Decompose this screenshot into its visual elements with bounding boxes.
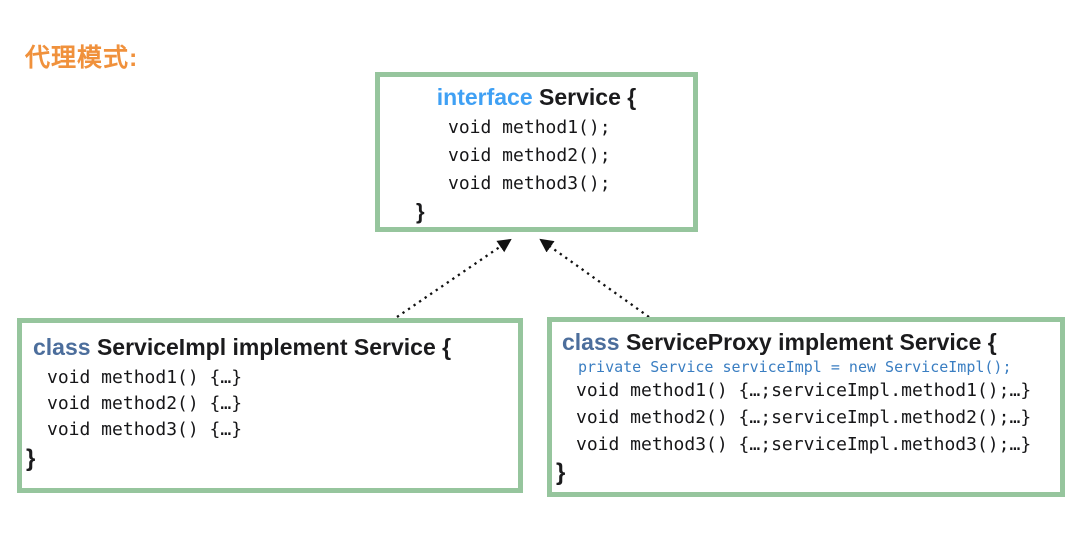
proxy-method-list: void method1() {…;serviceImpl.method1();… xyxy=(552,377,1060,458)
impl-box-title: class ServiceImpl implement Service { xyxy=(22,333,518,362)
method-line: void method3() {…;serviceImpl.method3();… xyxy=(576,434,1032,455)
method-line: void method1(); xyxy=(448,117,611,138)
proxy-declaration: ServiceProxy implement Service { xyxy=(625,329,997,355)
closing-brace: } xyxy=(556,459,566,486)
interface-keyword: interface xyxy=(436,84,533,110)
interface-declaration: Service { xyxy=(539,84,637,110)
proxy-box-title: class ServiceProxy implement Service { xyxy=(552,328,1060,357)
service-proxy-box: class ServiceProxy implement Service { p… xyxy=(547,317,1065,497)
impl-declaration: ServiceImpl implement Service { xyxy=(96,334,452,360)
class-keyword: class xyxy=(562,329,620,355)
method-line: void method1() {…} xyxy=(47,367,243,388)
interface-method-list: void method1(); void method2(); void met… xyxy=(380,114,693,198)
method-line: void method1() {…;serviceImpl.method1();… xyxy=(576,380,1032,401)
implements-arrow-impl-to-service xyxy=(396,238,512,318)
service-impl-box: class ServiceImpl implement Service { vo… xyxy=(17,318,523,493)
interface-box-title: interface Service { xyxy=(380,83,693,112)
closing-brace: } xyxy=(416,199,425,224)
impl-method-list: void method1() {…} void method2() {…} vo… xyxy=(22,365,518,443)
method-line: void method3() {…} xyxy=(47,419,243,440)
closing-brace: } xyxy=(26,445,36,472)
method-line: void method2() {…} xyxy=(47,393,243,414)
method-line: void method3(); xyxy=(448,173,611,194)
interface-service-box: interface Service { void method1(); void… xyxy=(375,72,698,232)
method-line: void method2(); xyxy=(448,145,611,166)
page-title: 代理模式: xyxy=(25,44,139,72)
method-line: void method2() {…;serviceImpl.method2();… xyxy=(576,407,1032,428)
proxy-field-line: private Service serviceImpl = new Servic… xyxy=(578,358,1012,376)
implements-arrow-proxy-to-service xyxy=(539,238,650,318)
class-keyword: class xyxy=(33,334,91,360)
